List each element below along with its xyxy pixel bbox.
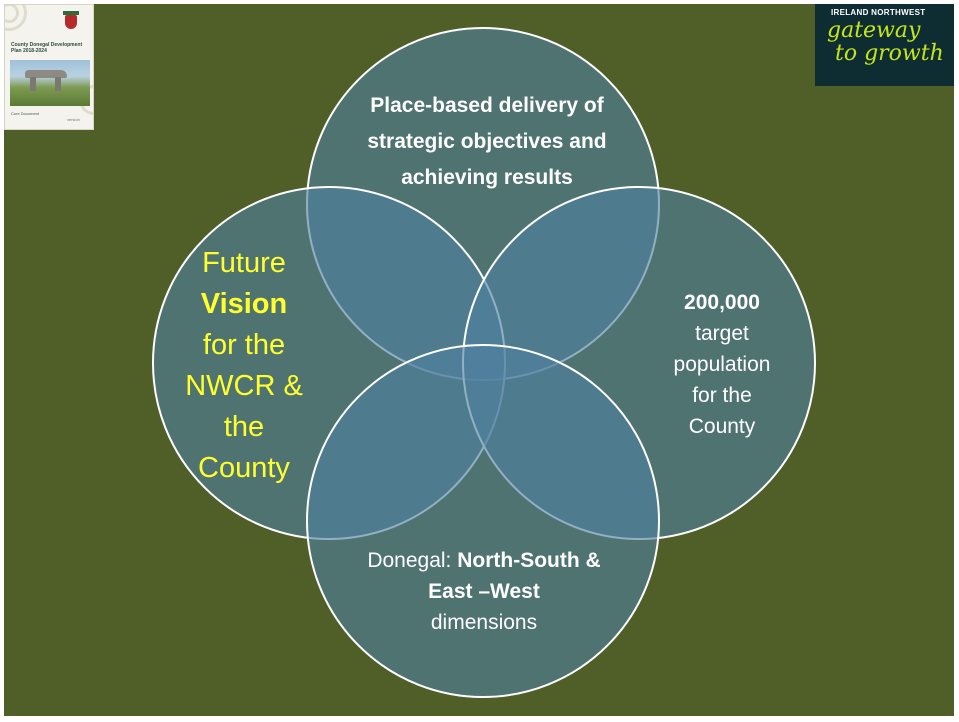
venn-diagram: [152, 27, 816, 698]
dolmen-photo: [10, 60, 90, 106]
circle-bottom: [306, 344, 660, 698]
thumbnail-title: County Donegal Development Plan 2018-202…: [11, 42, 83, 54]
thumbnail-footer: Core Document: [11, 111, 40, 116]
logo-top-text: IRELAND NORTHWEST: [831, 8, 926, 17]
logo-line-1: gateway: [827, 18, 921, 43]
circle-top-label: Place-based delivery of strategic object…: [367, 94, 607, 189]
slide: County Donegal Development Plan 2018-202…: [4, 4, 954, 716]
circle-left-label: Future Vision for the NWCR & the County: [185, 247, 303, 484]
crest-icon: [63, 11, 79, 15]
gateway-logo: IRELAND NORTHWEST gateway to growth: [815, 4, 954, 86]
plan-cover-thumbnail: County Donegal Development Plan 2018-202…: [4, 4, 94, 130]
logo-line-2: to growth: [835, 41, 944, 66]
crest-shield-icon: [65, 15, 77, 29]
circle-right-label: 200,000 target population for the County: [644, 287, 800, 442]
target-number: 200,000: [684, 291, 760, 314]
circle-bottom-label: Donegal: North-South & East –West dimens…: [367, 549, 601, 634]
thumbnail-version: version: [67, 117, 80, 122]
